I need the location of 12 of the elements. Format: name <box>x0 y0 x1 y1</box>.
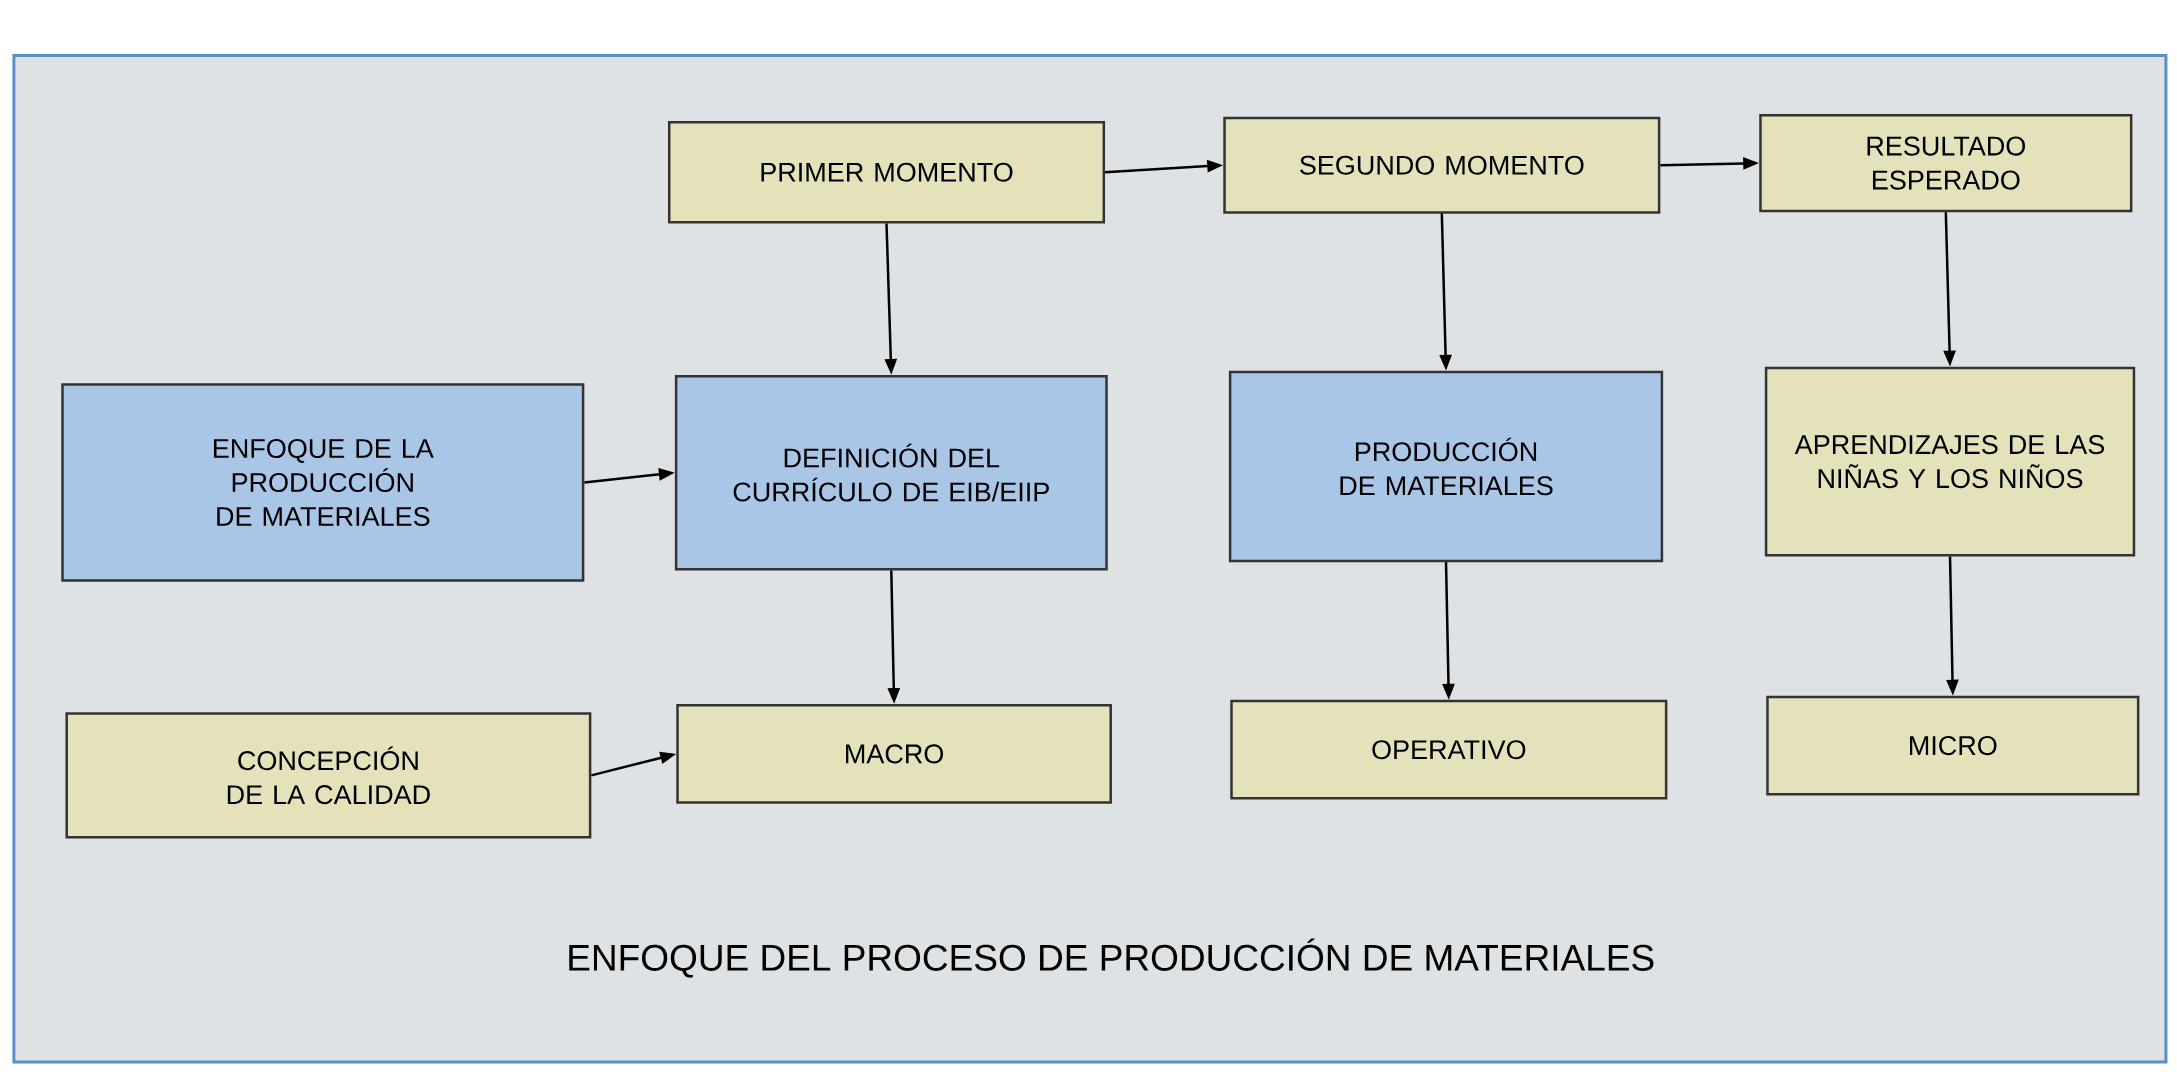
process-box: PRODUCCIÓN DE MATERIALES <box>1228 370 1664 563</box>
process-box: APRENDIZAJES DE LAS NIÑAS Y LOS NIÑOS <box>1764 366 2136 557</box>
process-box: CONCEPCIÓN DE LA CALIDAD <box>65 712 592 839</box>
process-box: MICRO <box>1766 695 2140 796</box>
process-box: MACRO <box>676 704 1112 804</box>
process-box: ENFOQUE DE LA PRODUCCIÓN DE MATERIALES <box>61 383 585 582</box>
process-box: OPERATIVO <box>1230 699 1668 800</box>
process-box: DEFINICIÓN DEL CURRÍCULO DE EIB/EIIP <box>674 374 1108 571</box>
caption: ENFOQUE DEL PROCESO DE PRODUCCIÓN DE MATERIALES <box>569 938 1654 978</box>
process-box: SEGUNDO MOMENTO <box>1223 116 1661 214</box>
process-box: RESULTADO ESPERADO <box>1759 113 2133 213</box>
process-box: PRIMER MOMENTO <box>667 120 1106 224</box>
